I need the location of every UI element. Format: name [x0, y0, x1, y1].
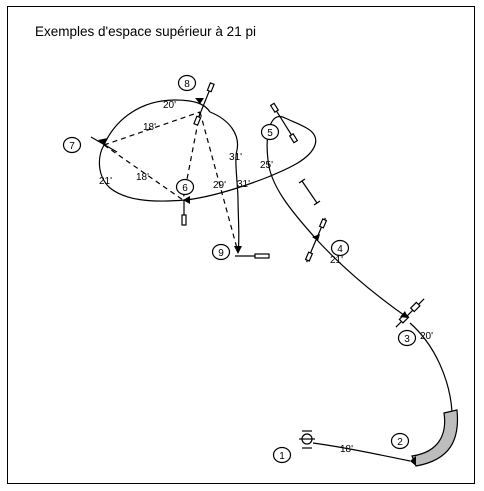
aerial-ladder-icon-8: [193, 82, 215, 126]
path-to-6: [98, 144, 269, 202]
station-3-label: 3: [404, 334, 410, 345]
path-3-to-2-curve: [409, 322, 453, 413]
diagram-frame: [7, 6, 475, 484]
distance-8-9: 31': [229, 152, 242, 163]
dash-7-to-6: [103, 144, 184, 201]
path-4-to-3: [317, 240, 409, 319]
station-1-circle: [272, 446, 292, 464]
distance-7-6-solid: 21': [99, 176, 112, 187]
aerial-ladder-icon-5: [269, 102, 299, 144]
dash-7-to-8: [103, 111, 201, 146]
distance-6-a: 31': [237, 179, 250, 190]
boom-arm: [411, 409, 459, 467]
station-6-circle: [175, 178, 195, 196]
station-6-label: 6: [182, 183, 188, 194]
station-7-label: 7: [69, 141, 75, 152]
station-5-label: 5: [267, 128, 273, 139]
distance-5: 25': [260, 160, 273, 171]
aerial-ladder-icon-9: [235, 253, 270, 259]
station-4-label: 4: [337, 244, 343, 255]
station-2-circle: [390, 432, 410, 450]
aerial-ladder-icon-3: [395, 298, 425, 328]
dash-8-to-9: [199, 111, 239, 253]
aerial-ladder-icon-6: [181, 200, 187, 226]
distance-7-8-dash: 18': [143, 122, 156, 133]
distance-7-8-solid: 20': [163, 100, 176, 111]
diagram-title: Exemples d'espace supérieur à 21 pi: [35, 24, 256, 39]
station-2-label: 2: [397, 437, 403, 448]
path-1-to-2: [312, 442, 411, 462]
station-8-label: 8: [184, 79, 190, 90]
distance-4: 21': [330, 255, 343, 266]
station-7-circle: [62, 136, 82, 154]
station-8-circle: [177, 74, 197, 92]
station-9-label: 9: [218, 248, 224, 259]
arrow-head-2: [410, 456, 416, 466]
distance-1-2: 18': [340, 444, 353, 455]
station-3-circle: [397, 329, 417, 347]
station-4-circle: [330, 239, 350, 257]
path-5-loop: [266, 115, 319, 242]
distance-7-6-dash: 18': [136, 172, 149, 183]
station-5-circle: [260, 123, 280, 141]
station-1-label: 1: [279, 451, 285, 462]
direction-arrows: [98, 98, 408, 318]
distance-3: 20': [420, 331, 433, 342]
bracket-marker: [298, 178, 321, 206]
path-8-loop: [209, 111, 240, 253]
distance-8-6: 29': [213, 180, 226, 191]
station-9-circle: [211, 243, 231, 261]
hydrant-icon: [299, 430, 315, 449]
aerial-ladder-icon-4: [304, 217, 328, 263]
